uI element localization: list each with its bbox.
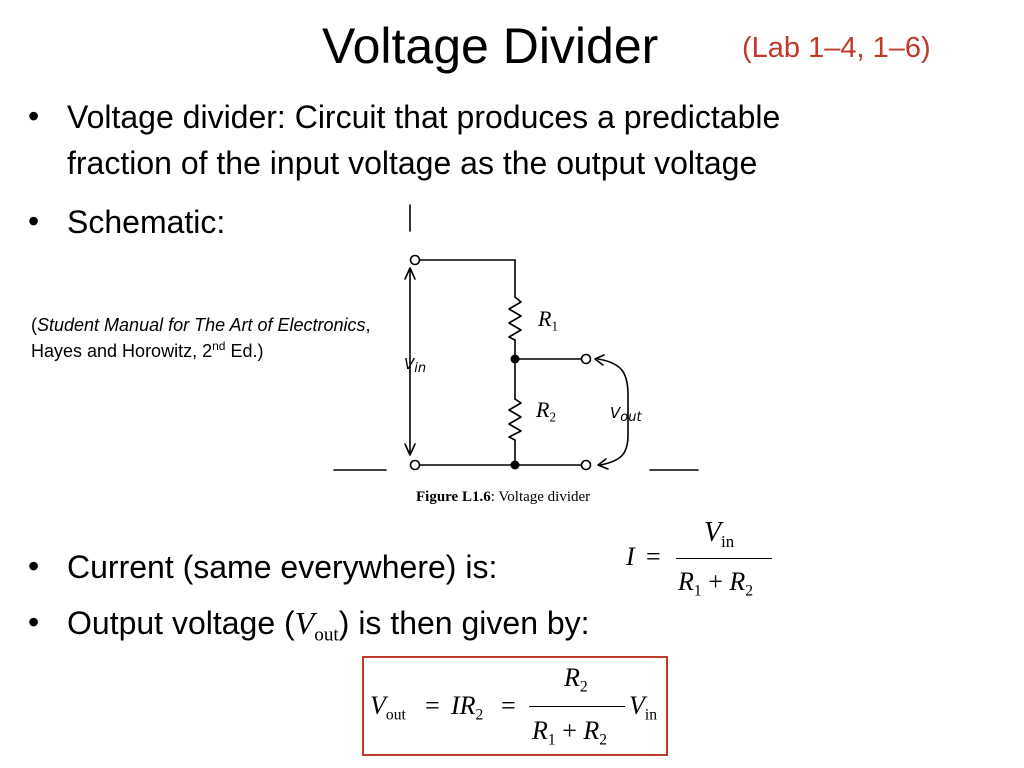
voltage-divider-schematic	[333, 204, 699, 471]
resistor-r1	[508, 296, 522, 341]
eq-vin: Vin	[629, 691, 658, 724]
label-vin: Vin	[404, 355, 427, 376]
lab-reference: (Lab 1–4, 1–6)	[742, 32, 931, 64]
fraction-bar	[529, 706, 625, 707]
citation-book: Student Manual for The Art of Electronic…	[37, 315, 366, 335]
bullet-marker: •	[28, 548, 40, 584]
eq-numerator: R2	[564, 663, 588, 696]
bullet-current: Current (same everywhere) is:	[67, 549, 498, 585]
bullet-definition-line2: fraction of the input voltage as the out…	[67, 145, 758, 181]
inline-vout: Vout	[294, 605, 339, 646]
current-denominator: R1 + R2	[678, 567, 754, 600]
vout-arrow	[597, 358, 629, 466]
figure-citation: (Student Manual for The Art of Electroni…	[31, 315, 371, 361]
input-terminal-top	[409, 254, 421, 266]
current-numerator: Vin	[704, 517, 735, 551]
label-r1: R1	[538, 306, 559, 334]
bullet-output-voltage: Output voltage (Vout) is then given by:	[67, 605, 590, 646]
eq-vout: Vout	[370, 691, 406, 724]
eq-ir2: IR2	[451, 691, 484, 724]
label-r2: R2	[536, 397, 557, 425]
bullet-marker: •	[28, 98, 40, 134]
bullet-definition-line1: Voltage divider: Circuit that produces a…	[67, 99, 781, 135]
label-vout: Vout	[610, 404, 642, 425]
output-terminal-bottom	[580, 459, 592, 471]
bullet-marker: •	[28, 604, 40, 640]
resistor-r2	[508, 398, 522, 441]
junction-node-bottom	[510, 460, 520, 470]
output-terminal-top	[580, 353, 592, 365]
bullet-schematic: Schematic:	[67, 204, 226, 240]
current-equation: I = Vin R1 + R2	[620, 515, 780, 615]
bullet-marker: •	[28, 203, 40, 239]
fraction-bar	[676, 558, 772, 559]
junction-node-mid	[510, 354, 520, 364]
figure-caption: Figure L1.6: Voltage divider	[416, 489, 591, 505]
input-terminal-bottom	[409, 459, 421, 471]
output-equation-box: Vout = IR2 = R2 R1 + R2 Vin	[362, 656, 668, 756]
eq-denominator: R1 + R2	[532, 716, 608, 749]
slide-title: Voltage Divider	[322, 18, 659, 74]
